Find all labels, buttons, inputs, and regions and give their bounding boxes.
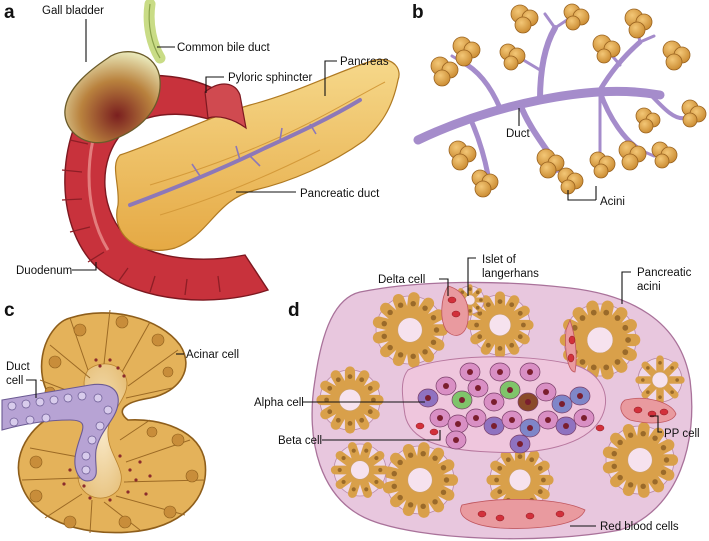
label-common-bile-duct: Common bile duct	[177, 42, 270, 54]
acinus-rosette	[466, 291, 534, 359]
islet-cell	[519, 362, 541, 382]
islet-cell	[429, 408, 451, 428]
label-pp-cell: PP cell	[664, 428, 700, 440]
islet-cell	[551, 394, 573, 414]
pancreas	[114, 58, 400, 251]
acinar-nuclei	[29, 315, 199, 529]
label-beta-cell: Beta cell	[278, 435, 322, 447]
label-pyloric-sphincter: Pyloric sphincter	[228, 72, 313, 84]
leader-delta-cell	[439, 278, 449, 296]
panel-a-letter: a	[4, 2, 15, 23]
islet-cell	[535, 382, 557, 402]
leader-pancreatic-acini	[621, 271, 631, 304]
panel-b-letter: b	[412, 2, 424, 23]
pancreatic-duct	[128, 98, 362, 207]
label-pancreatic-acini-line2: acini	[637, 281, 661, 293]
leader-duct-cell	[26, 379, 37, 398]
label-pancreatic-duct: Pancreatic duct	[300, 188, 380, 200]
panel-d-letter: d	[288, 300, 300, 321]
islet-cell	[451, 390, 473, 410]
islet-cell	[517, 392, 539, 412]
islet-cell	[465, 408, 487, 428]
leader-beta-cell	[322, 430, 441, 441]
leader-pancreas	[324, 60, 337, 96]
panel-b: b	[412, 2, 707, 208]
islet-cell	[501, 410, 523, 430]
label-gall-bladder: Gall bladder	[42, 5, 104, 17]
acini-clusters	[430, 3, 707, 198]
panel-c-letter: c	[4, 300, 15, 321]
gall-bladder	[64, 51, 161, 144]
label-duct-cell-line1: Duct	[6, 361, 30, 373]
acinus-rosette	[635, 355, 685, 405]
leader-islet	[467, 257, 476, 296]
islet-cell	[537, 410, 559, 430]
label-islet-line2: langerhans	[482, 268, 539, 280]
islet-cell	[483, 416, 505, 436]
acinus-rosette	[382, 442, 459, 518]
islet-cell	[467, 378, 489, 398]
islet-cell	[445, 430, 467, 450]
islet-cell	[483, 392, 505, 412]
panel-a: a Gall bladder Common bile duct Pyloric …	[4, 0, 400, 301]
label-alpha-cell: Alpha cell	[254, 397, 304, 409]
label-red-blood-cells: Red blood cells	[600, 521, 679, 533]
islet-cell	[499, 380, 521, 400]
islet-cell	[573, 408, 595, 428]
panel-d: d Delta cell Islet of langerhans Pancre	[254, 254, 700, 540]
label-acini: Acini	[600, 196, 625, 208]
label-pancreatic-acini-line1: Pancreatic	[637, 267, 692, 279]
acinus-rosette	[372, 292, 449, 368]
acinus	[17, 312, 207, 534]
islet-cell	[447, 414, 469, 434]
label-duct: Duct	[506, 128, 530, 140]
leader-duodenum	[72, 262, 97, 271]
label-islet-line1: Islet of	[482, 254, 517, 266]
islet-cell	[569, 386, 591, 406]
label-acinar-cell: Acinar cell	[186, 349, 239, 361]
islet-cell	[519, 418, 541, 438]
label-duct-cell-line2: cell	[6, 375, 23, 387]
acinus-rosette	[602, 422, 679, 498]
label-duodenum: Duodenum	[16, 265, 72, 277]
pancreatic-acini-group	[316, 284, 685, 518]
acinus-rosette	[559, 300, 641, 380]
islet-cell	[417, 388, 439, 408]
panel-c: c	[1, 300, 239, 534]
islet-cell	[435, 376, 457, 396]
leader-pp-cell	[650, 415, 662, 433]
leader-acini	[567, 186, 597, 201]
acinus-rosette	[316, 366, 384, 434]
islet-cell	[555, 416, 577, 436]
label-pancreas: Pancreas	[340, 56, 389, 68]
acinus-rosette	[330, 442, 390, 498]
islet-cell	[489, 362, 511, 382]
islet-cell	[459, 362, 481, 382]
pyloric-sphincter	[204, 83, 247, 130]
leader-pyloric-sphincter	[205, 76, 224, 93]
islet-cells	[417, 362, 595, 454]
duct-cells	[7, 391, 113, 475]
islet-cell	[509, 434, 531, 454]
label-delta-cell: Delta cell	[378, 274, 425, 286]
